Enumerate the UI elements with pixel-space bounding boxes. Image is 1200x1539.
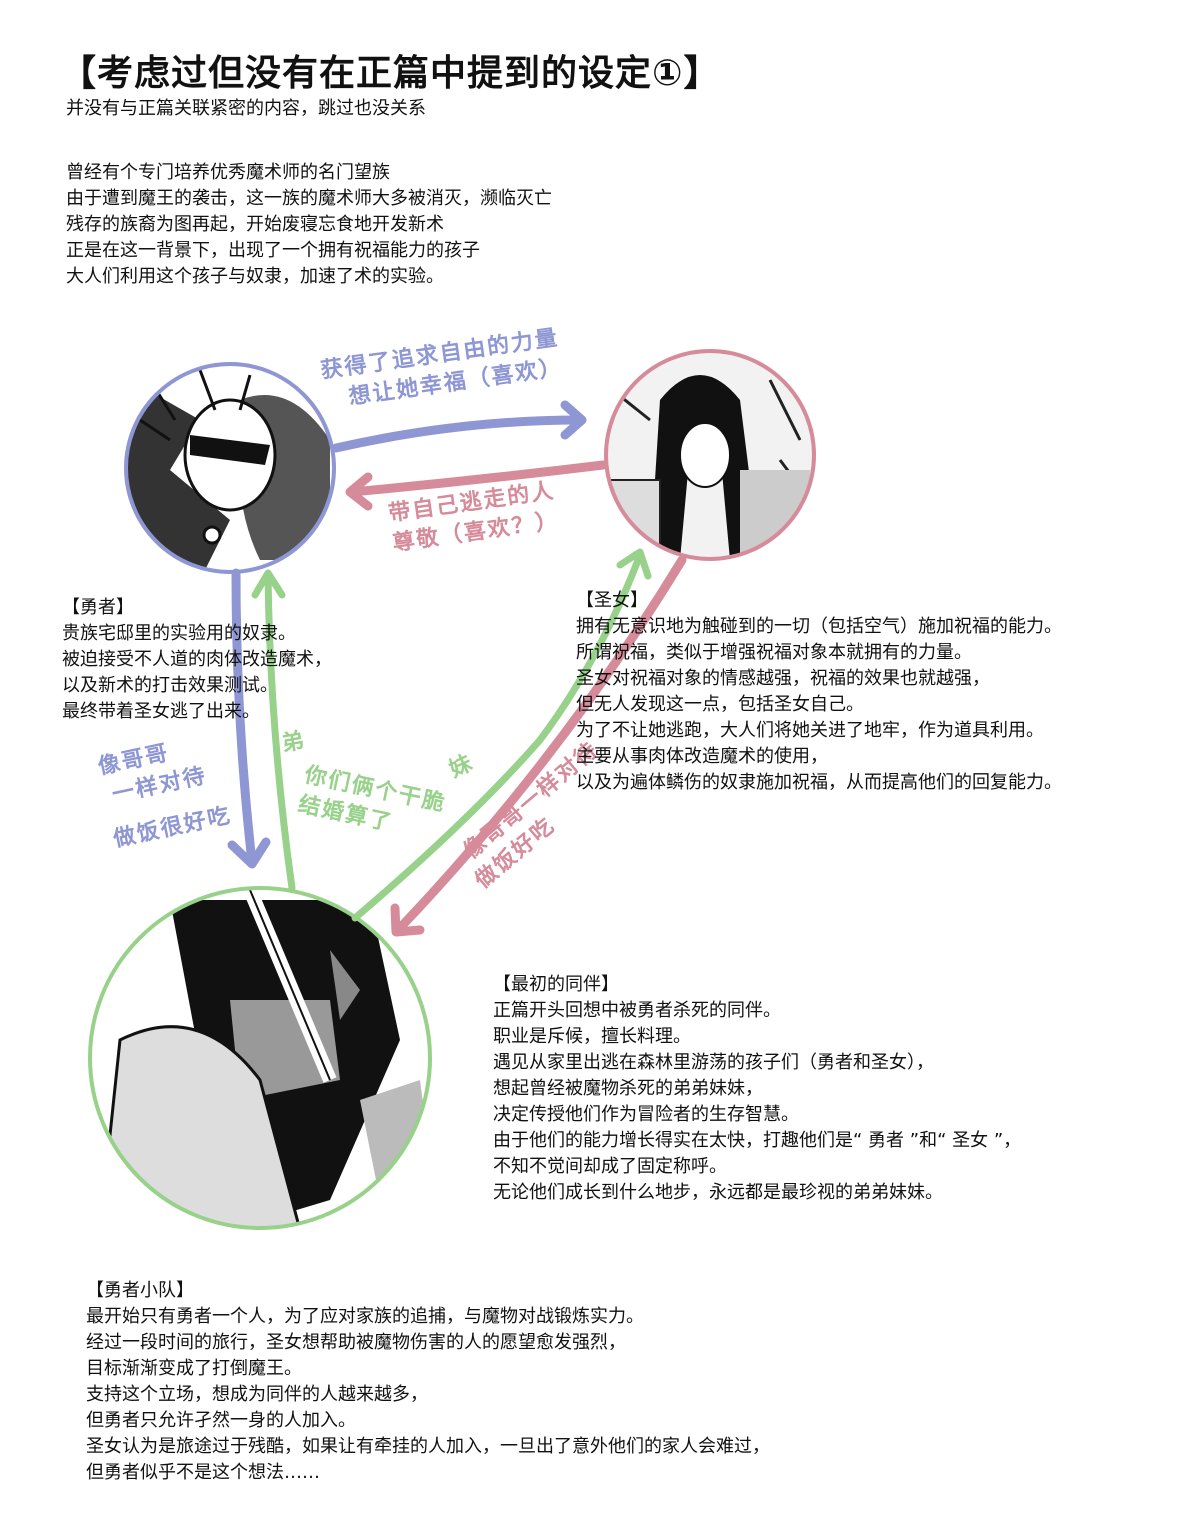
description-line: 但勇者只允许孑然一身的人加入。 [86, 1410, 356, 1431]
arrowhead-saintess-to-companion [390, 903, 425, 937]
description-line: 职业是斥候，擅长料理。 [493, 1026, 691, 1047]
saintess-portrait [606, 351, 814, 559]
saintess-heading: 【圣女】 [576, 590, 648, 611]
description-line: 最终带着圣女逃了出来。 [62, 701, 260, 722]
description-line: 主要从事肉体改造魔术的使用， [576, 746, 828, 767]
companion-portrait [90, 888, 430, 1228]
companion-portrait-border [88, 886, 432, 1230]
arrow-hero-to-companion [231, 568, 257, 867]
intro-line: 正是在这一背景下，出现了一个拥有祝福能力的孩子 [66, 240, 480, 261]
hero-portrait [126, 364, 334, 572]
arrow-companion-to-hero [264, 571, 296, 892]
description-line: 但无人发现这一点，包括圣女自己。 [576, 694, 864, 715]
saintess-portrait-border [604, 349, 816, 561]
description-line: 以及新术的打击效果测试。 [62, 675, 278, 696]
description-line: 但勇者似乎不是这个想法…… [86, 1462, 320, 1483]
description-line: 最开始只有勇者一个人，为了应对家族的追捕，与魔物对战锻炼实力。 [86, 1306, 644, 1327]
description-line: 以及为遍体鳞伤的奴隶施加祝福，从而提高他们的回复能力。 [576, 772, 1062, 793]
hero-description: 【勇者】 贵族宅邸里的实验用的奴隶。 被迫接受不人道的肉体改造魔术， 以及新术的… [62, 595, 332, 725]
arrow-saintess-to-hero [347, 460, 608, 497]
intro-line: 残存的族裔为图再起，开始废寝忘食地开发新术 [66, 214, 444, 235]
description-line: 贵族宅邸里的实验用的奴隶。 [62, 623, 296, 644]
description-line: 正篇开头回想中被勇者杀死的同伴。 [493, 1000, 781, 1021]
arrow-hero-to-saintess [331, 415, 585, 453]
description-line: 拥有无意识地为触碰到的一切（包括空气）施加祝福的能力。 [576, 616, 1062, 637]
intro-line: 曾经有个专门培养优秀魔术师的名门望族 [66, 162, 390, 183]
page-title: 【考虑过但没有在正篇中提到的设定①】 [60, 53, 721, 94]
arrow-companion-to-saintess [351, 551, 644, 922]
description-line: 目标渐渐变成了打倒魔王。 [86, 1358, 302, 1379]
description-line: 想起曾经被魔物杀死的弟弟妹妹， [493, 1078, 763, 1099]
label-companion-to-hero: 弟 [279, 728, 308, 757]
description-line: 圣女对祝福对象的情感越强，祝福的效果也就越强， [576, 668, 990, 689]
description-line: 为了不让她逃跑，大人们将她关进了地牢，作为道具利用。 [576, 720, 1044, 741]
arrowhead-saintess-to-hero [345, 472, 373, 511]
description-line: 不知不觉间却成了固定称呼。 [493, 1156, 727, 1177]
description-line: 所谓祝福，类似于增强祝福对象本就拥有的力量。 [576, 642, 972, 663]
hero-heading: 【勇者】 [62, 597, 134, 618]
companion-heading: 【最初的同伴】 [493, 974, 619, 995]
description-line: 决定传授他们作为冒险者的生存智慧。 [493, 1104, 799, 1125]
description-line: 遇见从家里出逃在森林里游荡的孩子们（勇者和圣女）， [493, 1052, 934, 1073]
intro-line: 由于遭到魔王的袭击，这一族的魔术师大多被消灭，濒临灭亡 [66, 188, 552, 209]
intro-text: 曾经有个专门培养优秀魔术师的名门望族 由于遭到魔王的袭击，这一族的魔术师大多被消… [66, 160, 552, 290]
hero-portrait-border [124, 362, 336, 574]
description-line: 圣女认为是旅途过于残酷，如果让有牵挂的人加入，一旦出了意外他们的家人会难过， [86, 1436, 770, 1457]
description-line: 支持这个立场，想成为同伴的人越来越多， [86, 1384, 428, 1405]
arrowhead-companion-to-saintess [616, 548, 652, 580]
companion-description: 【最初的同伴】 正篇开头回想中被勇者杀死的同伴。 职业是斥候，擅长料理。 遇见从… [493, 972, 1021, 1206]
description-line: 经过一段时间的旅行，圣女想帮助被魔物伤害的人的愿望愈发强烈， [86, 1332, 626, 1353]
description-line: 被迫接受不人道的肉体改造魔术， [62, 649, 332, 670]
arrowhead-hero-to-saintess [560, 400, 587, 440]
arrowhead-companion-to-hero [251, 569, 286, 599]
party-description: 【勇者小队】 最开始只有勇者一个人，为了应对家族的追捕，与魔物对战锻炼实力。 经… [86, 1278, 770, 1486]
description-line: 无论他们成长到什么地步，永远都是最珍视的弟弟妹妹。 [493, 1182, 943, 1203]
arrowhead-hero-to-companion [227, 837, 271, 869]
party-heading: 【勇者小队】 [86, 1280, 194, 1301]
intro-line: 大人们利用这个孩子与奴隶，加速了术的实验。 [66, 266, 444, 287]
saintess-description: 【圣女】 拥有无意识地为触碰到的一切（包括空气）施加祝福的能力。 所谓祝福，类似… [576, 588, 1062, 796]
arrow-saintess-to-companion [393, 555, 687, 935]
page-subtitle: 并没有与正篇关联紧密的内容，跳过也没关系 [66, 98, 426, 119]
description-line: 由于他们的能力增长得实在太快，打趣他们是“ 勇者 ”和“ 圣女 ”， [493, 1130, 1022, 1151]
